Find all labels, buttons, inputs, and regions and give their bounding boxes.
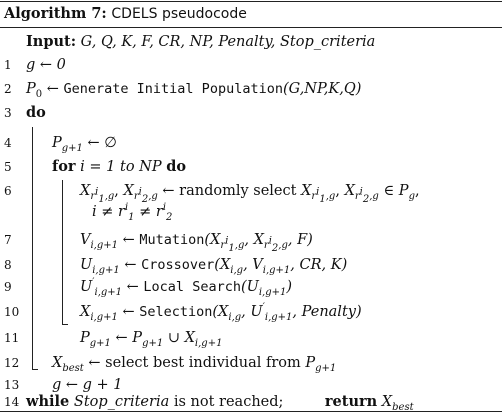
line-code: i ≠ ri1 ≠ ri2 (92, 202, 173, 223)
do-block-bar (32, 127, 33, 369)
input-keyword: Input: (26, 33, 77, 50)
function-name: Crossover (141, 257, 215, 273)
line-number: 2 (4, 82, 12, 96)
line-number: 12 (4, 356, 20, 370)
for-block-end (62, 324, 68, 325)
line-number: 3 (4, 106, 12, 120)
line-number: 11 (4, 331, 20, 345)
while-keyword: while (26, 393, 70, 410)
line-number: 14 (4, 395, 20, 409)
line-number: 1 (4, 58, 12, 72)
stop-criteria: Stop_criteria (73, 394, 170, 410)
return-keyword: return (324, 393, 378, 410)
do-keyword: do (166, 158, 187, 175)
membership: ∈ P (378, 183, 409, 199)
line-code: Xbest ← select best individual from Pg+1 (52, 355, 337, 374)
line-code: P0 ← Generate Initial Population(G,NP,K,… (26, 81, 362, 100)
arrow: ← (110, 330, 133, 346)
line-code: while Stop_criteria is not reached; retu… (26, 393, 414, 413)
line-code: Ui,g+1 ← Crossover(Xi,g, Vi,g+1, CR, K) (80, 257, 348, 276)
line-code: g ← g + 1 (52, 377, 123, 393)
line-code: g ← 0 (26, 57, 66, 73)
line-number: 9 (4, 280, 12, 294)
algorithm-title: CDELS pseudocode (111, 6, 247, 22)
loop-range: i = 1 (80, 159, 121, 175)
do-keyword: do (26, 104, 46, 121)
caption-rule (0, 27, 502, 28)
arrow: ← (122, 279, 144, 295)
assign-empty: ← ∅ (87, 135, 117, 151)
loop-bound: to NP (120, 159, 162, 175)
bottom-rule (0, 411, 502, 412)
input-params: G, Q, K, F, CR, NP, Penalty, Stop_criter… (80, 34, 376, 50)
union: ∪ (163, 330, 185, 346)
line-code: Xri1,g, Xri2,g ← randomly select Xri1,g,… (80, 183, 420, 205)
do-block-end (32, 369, 38, 370)
line-number: 4 (4, 136, 12, 150)
line-code: Xi,g+1 ← Selection(Xi,g, U′i,g+1, Penalt… (80, 302, 362, 323)
random-select-text: ← randomly select (157, 183, 302, 199)
p-symbol: P (26, 81, 36, 97)
line-code: for i = 1 to NP do (52, 155, 186, 179)
arrow: ← (119, 257, 142, 273)
algorithm-caption: Algorithm 7: CDELS pseudocode (4, 5, 247, 22)
line-number: 13 (4, 378, 20, 392)
arrow: ← (117, 304, 140, 320)
penalty-arg: Penalty (301, 304, 356, 320)
top-rule (0, 1, 502, 2)
arrow: ← (118, 232, 140, 248)
function-name: Local Search (143, 279, 241, 295)
arrow: ← (46, 81, 59, 97)
line-number: 6 (4, 184, 12, 198)
line-number: 5 (4, 160, 12, 174)
function-name: Generate Initial Population (63, 81, 283, 97)
distinct-condition: i ≠ r (92, 204, 125, 220)
function-name: Selection (139, 304, 213, 320)
line-code: Pg+1 ← ∅ (52, 135, 117, 154)
while-condition: is not reached; (169, 394, 284, 410)
for-block-bar (62, 180, 63, 324)
line-code: Pg+1 ← Pg+1 ∪ Xi,g+1 (80, 330, 223, 349)
for-keyword: for (52, 158, 76, 175)
function-name: Mutation (139, 232, 205, 248)
line-number: 8 (4, 258, 12, 272)
function-args: (G,NP,K,Q) (282, 81, 362, 97)
select-best-text: ← select best individual from (83, 355, 306, 371)
line-code: Vi,g+1 ← Mutation(Xri1,g, Xri2,g, F) (80, 232, 313, 254)
line-number: 10 (4, 305, 20, 319)
algorithm-number: Algorithm 7: (4, 5, 107, 22)
line-code: U′i,g+1 ← Local Search(Ui,g+1) (80, 277, 293, 298)
line-number: 7 (4, 233, 12, 247)
